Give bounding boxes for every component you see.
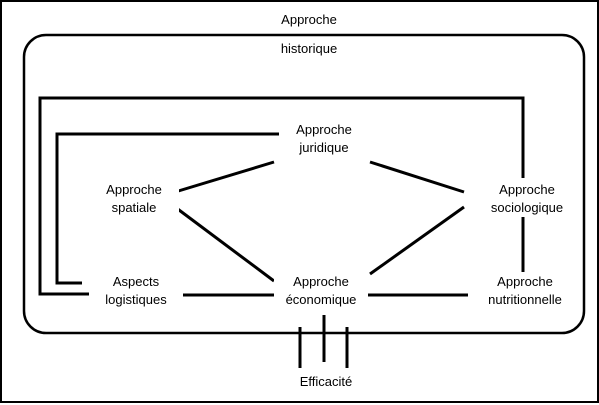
- spatiale-economique-edge: [174, 205, 275, 283]
- node-aspects-logistiques: Aspects logistiques: [89, 273, 183, 309]
- juridique-sociologique-edge: [369, 160, 465, 194]
- outer-label: Approche: [267, 11, 351, 29]
- node-approche-juridique: Approche juridique: [279, 121, 369, 157]
- footer-label-efficacite: Efficacité: [282, 373, 370, 391]
- node-approche-spatiale: Approche spatiale: [89, 181, 179, 217]
- outer-loop-line: [38, 96, 525, 296]
- juridique-spatiale-edge: [174, 160, 275, 194]
- node-approche-economique: Approche économique: [274, 273, 368, 309]
- node-approche-sociologique: Approche sociologique: [480, 181, 574, 217]
- group-label: historique: [267, 40, 351, 58]
- historique-group-box: [22, 33, 586, 335]
- sociologique-economique-edge: [369, 205, 465, 276]
- inner-loop-line: [55, 132, 281, 285]
- node-approche-nutritionnelle: Approche nutritionnelle: [471, 273, 579, 309]
